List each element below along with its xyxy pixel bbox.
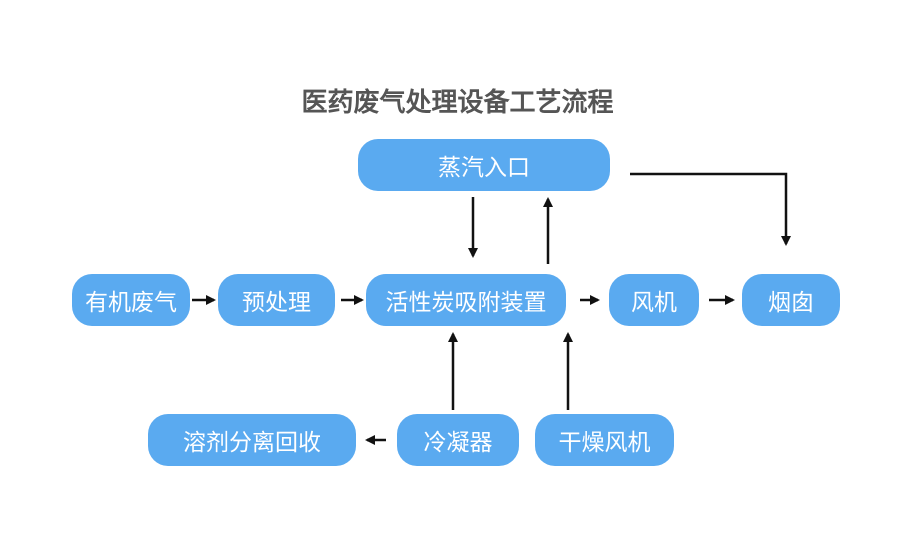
diagram-title: 医药废气处理设备工艺流程	[301, 88, 614, 118]
node-solvent-recovery: 溶剂分离回收	[148, 414, 356, 466]
node-organic-waste-gas: 有机废气	[72, 274, 190, 326]
node-steam-inlet: 蒸汽入口	[358, 139, 610, 191]
node-condenser: 冷凝器	[397, 414, 519, 466]
node-pretreatment: 预处理	[218, 274, 335, 326]
node-carbon-adsorption: 活性炭吸附装置	[366, 274, 566, 326]
node-chimney: 烟囱	[742, 274, 840, 326]
arrow-steam-to-chimney	[630, 172, 791, 246]
node-fan: 风机	[609, 274, 699, 326]
node-drying-fan: 干燥风机	[535, 414, 674, 466]
